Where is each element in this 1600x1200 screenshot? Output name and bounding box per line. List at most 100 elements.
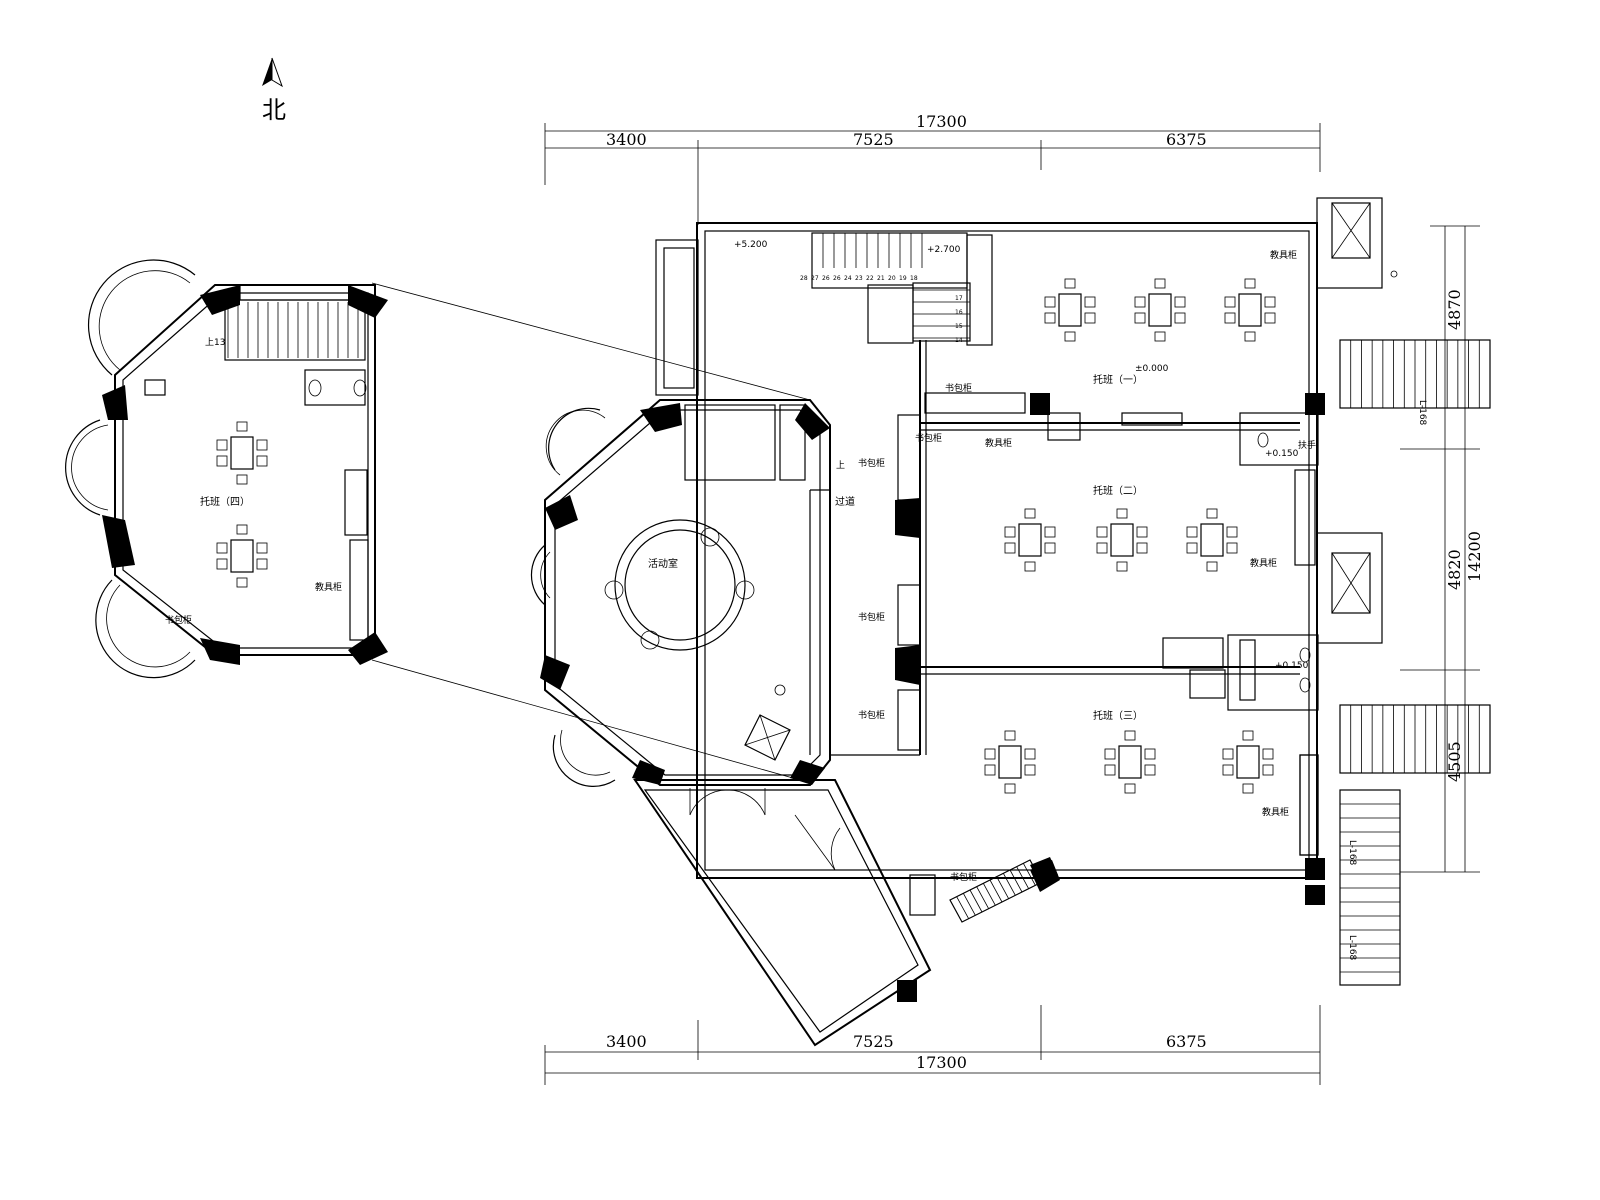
table (1110, 523, 1134, 557)
chair (1004, 783, 1016, 794)
chair (1064, 331, 1076, 342)
stair-step-number: 24 (844, 275, 852, 282)
desk-group (1044, 278, 1096, 342)
south-east-stair (1339, 789, 1401, 986)
chair (1044, 312, 1056, 324)
chair (1044, 542, 1056, 554)
stair-label-1: L-168 (1417, 400, 1427, 426)
stair-step-number: 26 (833, 275, 841, 282)
west-building-walls (114, 284, 376, 656)
chair (1264, 312, 1276, 324)
chair (1262, 764, 1274, 776)
chair (1104, 748, 1116, 760)
stair-step-number: 18 (910, 275, 918, 282)
projection-lines (371, 282, 811, 781)
chair (1064, 278, 1076, 289)
north-arrow-icon (262, 57, 283, 88)
chair (1222, 748, 1234, 760)
chair (1262, 748, 1274, 760)
stair-tread (969, 889, 983, 913)
chair (1116, 561, 1128, 572)
room-activity: 活动室 (648, 557, 678, 570)
dim-right-total: 14200 (1465, 531, 1484, 582)
desk-group (216, 524, 268, 588)
elev-2700: +2.700 (927, 245, 961, 255)
label-bag-cab-7: 书包柜 (165, 614, 192, 626)
stair-tread (989, 879, 1003, 903)
chair (1242, 783, 1254, 794)
bay-windows-west (65, 259, 196, 679)
east-stair-lower (1339, 704, 1491, 774)
stair-step-number: 15 (955, 323, 963, 330)
table (1238, 293, 1262, 327)
stair-step-number: 19 (899, 275, 907, 282)
chair (256, 439, 268, 451)
chair (1084, 296, 1096, 308)
stair-tread (982, 883, 996, 906)
room-class1: 托班（一） (1093, 373, 1143, 386)
chair (1144, 748, 1156, 760)
table (1200, 523, 1224, 557)
chair (1264, 296, 1276, 308)
label-toy-cab-5: 教具柜 (315, 581, 342, 593)
chair (236, 474, 248, 485)
room-corridor: 过道 (835, 495, 855, 508)
chair (236, 524, 248, 535)
stair-tread (962, 893, 976, 916)
chair (1154, 331, 1166, 342)
chair (1206, 508, 1218, 519)
chair (256, 542, 268, 554)
chair (1084, 312, 1096, 324)
table (1148, 293, 1172, 327)
chair (1044, 296, 1056, 308)
desk-group (216, 421, 268, 485)
bay-windows-activity (530, 407, 616, 787)
chair (1096, 526, 1108, 538)
table (1118, 745, 1142, 779)
chair (236, 577, 248, 588)
activity-room-walls (544, 399, 831, 786)
chair (1226, 542, 1238, 554)
chair (216, 439, 228, 451)
chair (1096, 542, 1108, 554)
table (998, 745, 1022, 779)
chair (1104, 764, 1116, 776)
chair (1136, 526, 1148, 538)
chair (1024, 764, 1036, 776)
dim-bottom-b: 7525 (853, 1032, 894, 1051)
north-label: 北 (262, 96, 286, 124)
table (1018, 523, 1042, 557)
stair-step-number: 26 (822, 275, 830, 282)
chair (1242, 730, 1254, 741)
desk-group (1004, 508, 1056, 572)
stair-step-number: 20 (888, 275, 896, 282)
label-toy-cab-1: 教具柜 (1270, 249, 1297, 261)
desk-group (1134, 278, 1186, 342)
stair-step-number: 28 (800, 275, 808, 282)
label-bag-cab-6: 书包柜 (950, 871, 977, 883)
chair (1124, 783, 1136, 794)
chair (1116, 508, 1128, 519)
label-stairs-up: 上13 (205, 337, 225, 348)
chair (1224, 296, 1236, 308)
label-bag-cab-5: 书包柜 (915, 432, 942, 444)
chair (1224, 312, 1236, 324)
stair-label-2: L-168 (1347, 840, 1357, 866)
chair (216, 558, 228, 570)
table (1058, 293, 1082, 327)
chair (1244, 278, 1256, 289)
chair (1206, 561, 1218, 572)
chair (1244, 331, 1256, 342)
stair-frame (1339, 789, 1401, 986)
activity-columns (540, 403, 830, 785)
chair (256, 455, 268, 467)
chair (1226, 526, 1238, 538)
chair (984, 764, 996, 776)
desk-group (1104, 730, 1156, 794)
chair (1134, 296, 1146, 308)
east-stair-upper (1339, 339, 1491, 409)
chair (216, 542, 228, 554)
